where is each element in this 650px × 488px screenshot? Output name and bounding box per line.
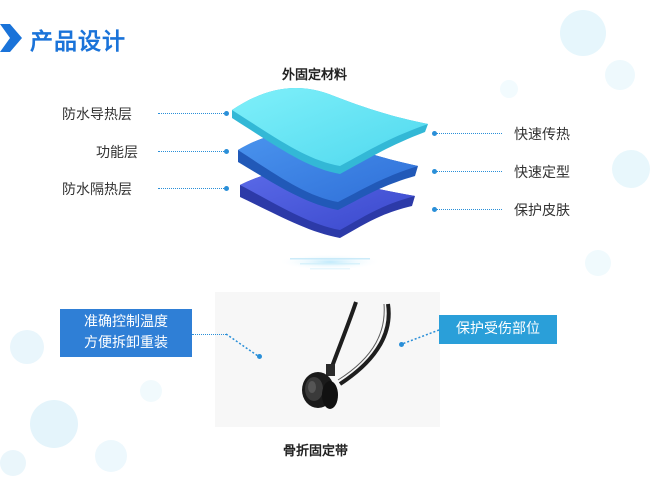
leader-dot	[432, 131, 437, 136]
header-chevron-icon	[0, 24, 22, 52]
leader-dot	[224, 111, 229, 116]
top-layer	[232, 87, 428, 174]
feature-line-temperature: 准确控制温度	[84, 314, 168, 330]
leader-line	[158, 113, 226, 114]
feature-box-temperature: 准确控制温度 方便拆卸重装	[60, 309, 192, 357]
leader-line	[192, 334, 226, 335]
label-fast-heat-transfer: 快速传热	[514, 127, 570, 143]
label-fast-shaping: 快速定型	[514, 165, 570, 181]
leader-line	[158, 188, 226, 189]
label-skin-protection: 保护皮肤	[514, 203, 570, 219]
label-waterproof-insulation-layer: 防水隔热层	[62, 182, 132, 198]
leader-line	[158, 151, 226, 152]
leader-dot	[432, 169, 437, 174]
page-title: 产品设计	[30, 29, 126, 55]
layers-caption: 外固定材料	[282, 68, 348, 83]
feature-box-protect: 保护受伤部位	[439, 315, 557, 344]
leader-dot	[224, 149, 229, 154]
strap-caption: 骨折固定带	[283, 444, 349, 459]
leader-line	[436, 209, 502, 210]
leader-dot	[224, 186, 229, 191]
leader-dot	[257, 354, 262, 359]
label-waterproof-conductive-layer: 防水导热层	[62, 107, 132, 123]
feature-line-removable: 方便拆卸重装	[84, 335, 168, 351]
leader-dot	[399, 342, 404, 347]
leader-line	[436, 133, 502, 134]
leader-line	[436, 171, 502, 172]
leader-dot	[432, 207, 437, 212]
label-functional-layer: 功能层	[96, 145, 138, 161]
